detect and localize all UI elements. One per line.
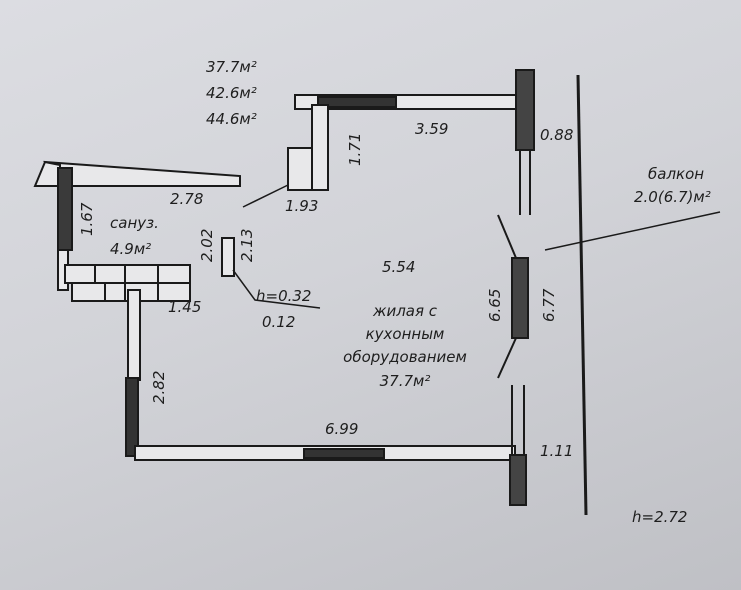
dim-left-lower: 2.82 <box>150 370 168 404</box>
dim-top-right: 0.88 <box>540 126 574 144</box>
window-right-top <box>515 69 535 151</box>
wall-bath-partition <box>221 237 235 277</box>
wall-bath-bottom <box>64 264 191 302</box>
wall-right-bottom <box>509 454 527 506</box>
dim-right-outer: 6.77 <box>540 288 558 322</box>
window-top <box>317 96 397 108</box>
dim-notch-v: 1.71 <box>346 132 364 166</box>
dim-step: 0.12 <box>262 313 296 331</box>
balcony-rail <box>576 74 588 516</box>
living-area: 37.7м² <box>379 372 431 390</box>
area-total-1: 37.7м² <box>206 58 257 76</box>
window-bottom <box>303 448 385 459</box>
dim-bottom-right: 1.11 <box>540 442 574 460</box>
living-label-2: кухонным <box>365 325 445 343</box>
wall-notch <box>311 104 329 191</box>
bathroom-label: сануз. <box>110 214 159 232</box>
dim-top-wall: 3.59 <box>415 120 449 138</box>
bathroom-area: 4.9м² <box>110 240 152 258</box>
dim-bottom-wall: 6.99 <box>325 420 359 438</box>
wall-bath-left <box>57 167 73 251</box>
podium-height: h=0.32 <box>256 287 312 305</box>
dim-right-inner: 6.65 <box>486 288 504 322</box>
dim-bath-right-b: 2.13 <box>238 228 256 262</box>
window-right-mid <box>511 257 529 339</box>
dim-bath-bottom: 1.45 <box>168 298 202 316</box>
window-left <box>125 377 139 457</box>
dim-bath-top: 2.78 <box>170 190 204 208</box>
living-label-1: жилая с <box>372 302 438 320</box>
balcony-label: балкон <box>648 165 705 183</box>
wall-bath-corner <box>33 160 61 187</box>
ceiling-height: h=2.72 <box>632 508 688 526</box>
dim-room-depth: 5.54 <box>382 258 416 276</box>
wall-bath-top <box>43 160 241 187</box>
balcony-area: 2.0(6.7)м² <box>634 188 711 206</box>
dim-notch-bottom: 1.93 <box>285 197 319 215</box>
wall-left-lower <box>127 289 141 381</box>
living-label-3: оборудованием <box>343 348 467 366</box>
area-total-2: 42.6м² <box>206 84 257 102</box>
dim-bath-right-a: 2.02 <box>198 228 216 262</box>
dim-bath-left: 1.67 <box>78 202 96 236</box>
area-total-3: 44.6м² <box>206 110 257 128</box>
